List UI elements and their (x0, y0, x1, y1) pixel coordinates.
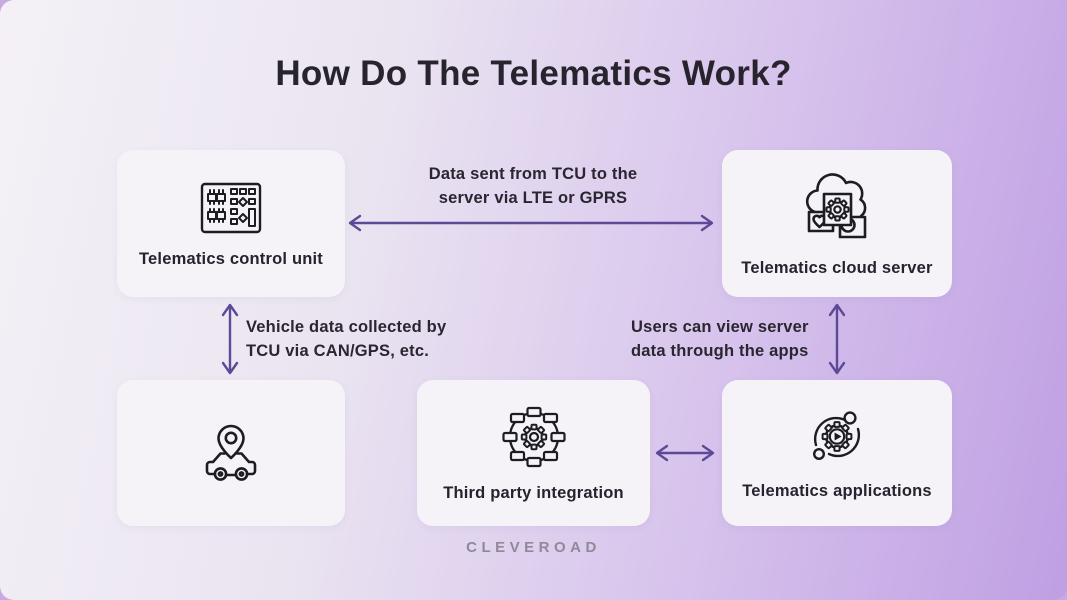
node-telematics-cloud-server: Telematics cloud server (722, 150, 952, 297)
app-orbit-icon (804, 405, 870, 469)
node-label: Telematics applications (742, 482, 932, 500)
node-label: Third party integration (443, 484, 624, 502)
connection-label-tcu-cloud: Data sent from TCU to the server via LTE… (428, 165, 638, 207)
node-third-party-integration: Third party integration (417, 380, 650, 526)
node-telematics-control-unit: Telematics control unit (117, 150, 345, 297)
connection-label-cloud-apps: Users can view server data through the a… (631, 318, 809, 360)
brand-logo-text: CLEVEROAD (466, 539, 601, 556)
page-title: How Do The Telematics Work? (275, 54, 792, 93)
double-arrow-integration-apps (652, 444, 718, 462)
connection-label-tcu-vehicle: Vehicle data collected by TCU via CAN/GP… (246, 318, 447, 360)
node-label: Telematics control unit (139, 249, 323, 268)
double-arrow-tcu-vehicle (221, 301, 239, 377)
circuit-board-icon (198, 179, 264, 237)
node-telematics-applications: Telematics applications (722, 380, 952, 526)
node-vehicle (117, 380, 345, 526)
node-label: Telematics cloud server (741, 258, 933, 277)
cloud-server-icon (798, 170, 876, 246)
double-arrow-tcu-cloud (345, 214, 717, 232)
gear-network-icon (500, 403, 568, 471)
double-arrow-cloud-apps (828, 301, 846, 377)
car-location-icon (198, 422, 264, 484)
